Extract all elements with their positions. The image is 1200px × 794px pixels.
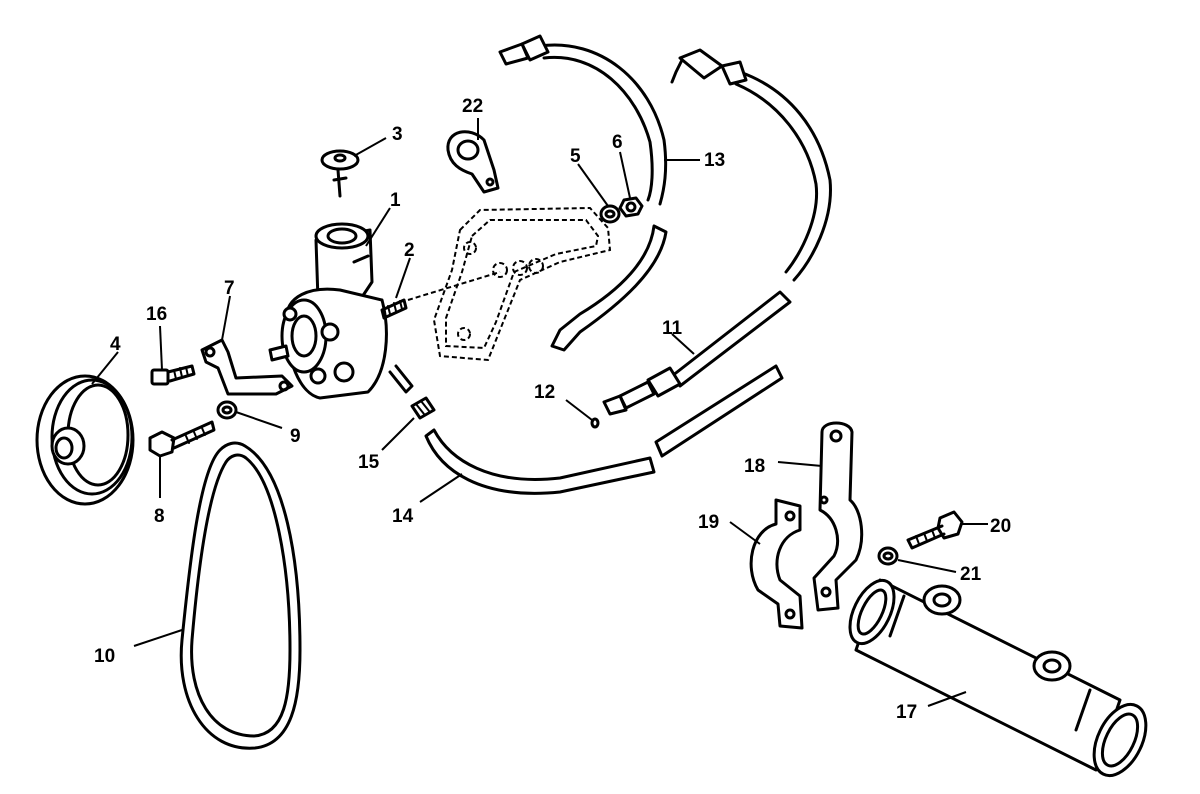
callout-16: 16 — [146, 304, 167, 325]
filler-cap-3 — [320, 149, 360, 198]
mounting-bracket-dashed — [407, 206, 612, 362]
callout-labels: 1 2 3 4 5 6 7 8 9 10 11 12 13 14 15 16 1… — [94, 96, 1011, 723]
hose-11 — [602, 290, 792, 416]
leader-lines — [91, 118, 988, 707]
callout-15: 15 — [358, 452, 380, 473]
washer-9 — [216, 400, 238, 420]
nut-6 — [618, 196, 644, 218]
callout-4: 4 — [110, 334, 121, 355]
strap-19 — [749, 498, 804, 630]
callout-3: 3 — [392, 124, 403, 145]
o-ring-12 — [590, 417, 600, 429]
callout-12: 12 — [534, 382, 555, 403]
callout-19: 19 — [698, 512, 719, 533]
callout-10: 10 — [94, 646, 115, 667]
hose-return — [670, 48, 832, 282]
callout-18: 18 — [744, 456, 765, 477]
callout-2: 2 — [404, 240, 415, 261]
stud-2 — [380, 298, 408, 320]
callout-14: 14 — [392, 506, 414, 527]
fitting-15 — [410, 396, 436, 420]
bolt-16 — [150, 364, 196, 386]
callout-1: 1 — [390, 190, 401, 211]
bracket-arm-7 — [200, 338, 294, 396]
bolt-8 — [148, 420, 216, 458]
bolt-20 — [906, 510, 964, 550]
drive-belt — [179, 441, 302, 750]
oil-cooler-17 — [848, 578, 1148, 777]
hose-clamp-22 — [446, 130, 500, 194]
callout-7: 7 — [224, 278, 235, 299]
power-steering-pump — [268, 222, 414, 400]
callout-13: 13 — [704, 150, 725, 171]
pulley — [35, 374, 135, 506]
callout-11: 11 — [662, 318, 683, 339]
callout-22: 22 — [462, 96, 483, 117]
hose-14 — [424, 364, 784, 495]
lock-washer-21 — [877, 546, 899, 566]
callout-8: 8 — [154, 506, 165, 527]
callout-21: 21 — [960, 564, 982, 585]
hose-13 — [498, 34, 668, 352]
callout-5: 5 — [570, 146, 581, 167]
callout-17: 17 — [896, 702, 917, 723]
callout-20: 20 — [990, 516, 1011, 537]
callout-9: 9 — [290, 426, 301, 447]
bracket-18 — [812, 421, 864, 612]
callout-6: 6 — [612, 132, 623, 153]
washer-5 — [599, 204, 621, 224]
